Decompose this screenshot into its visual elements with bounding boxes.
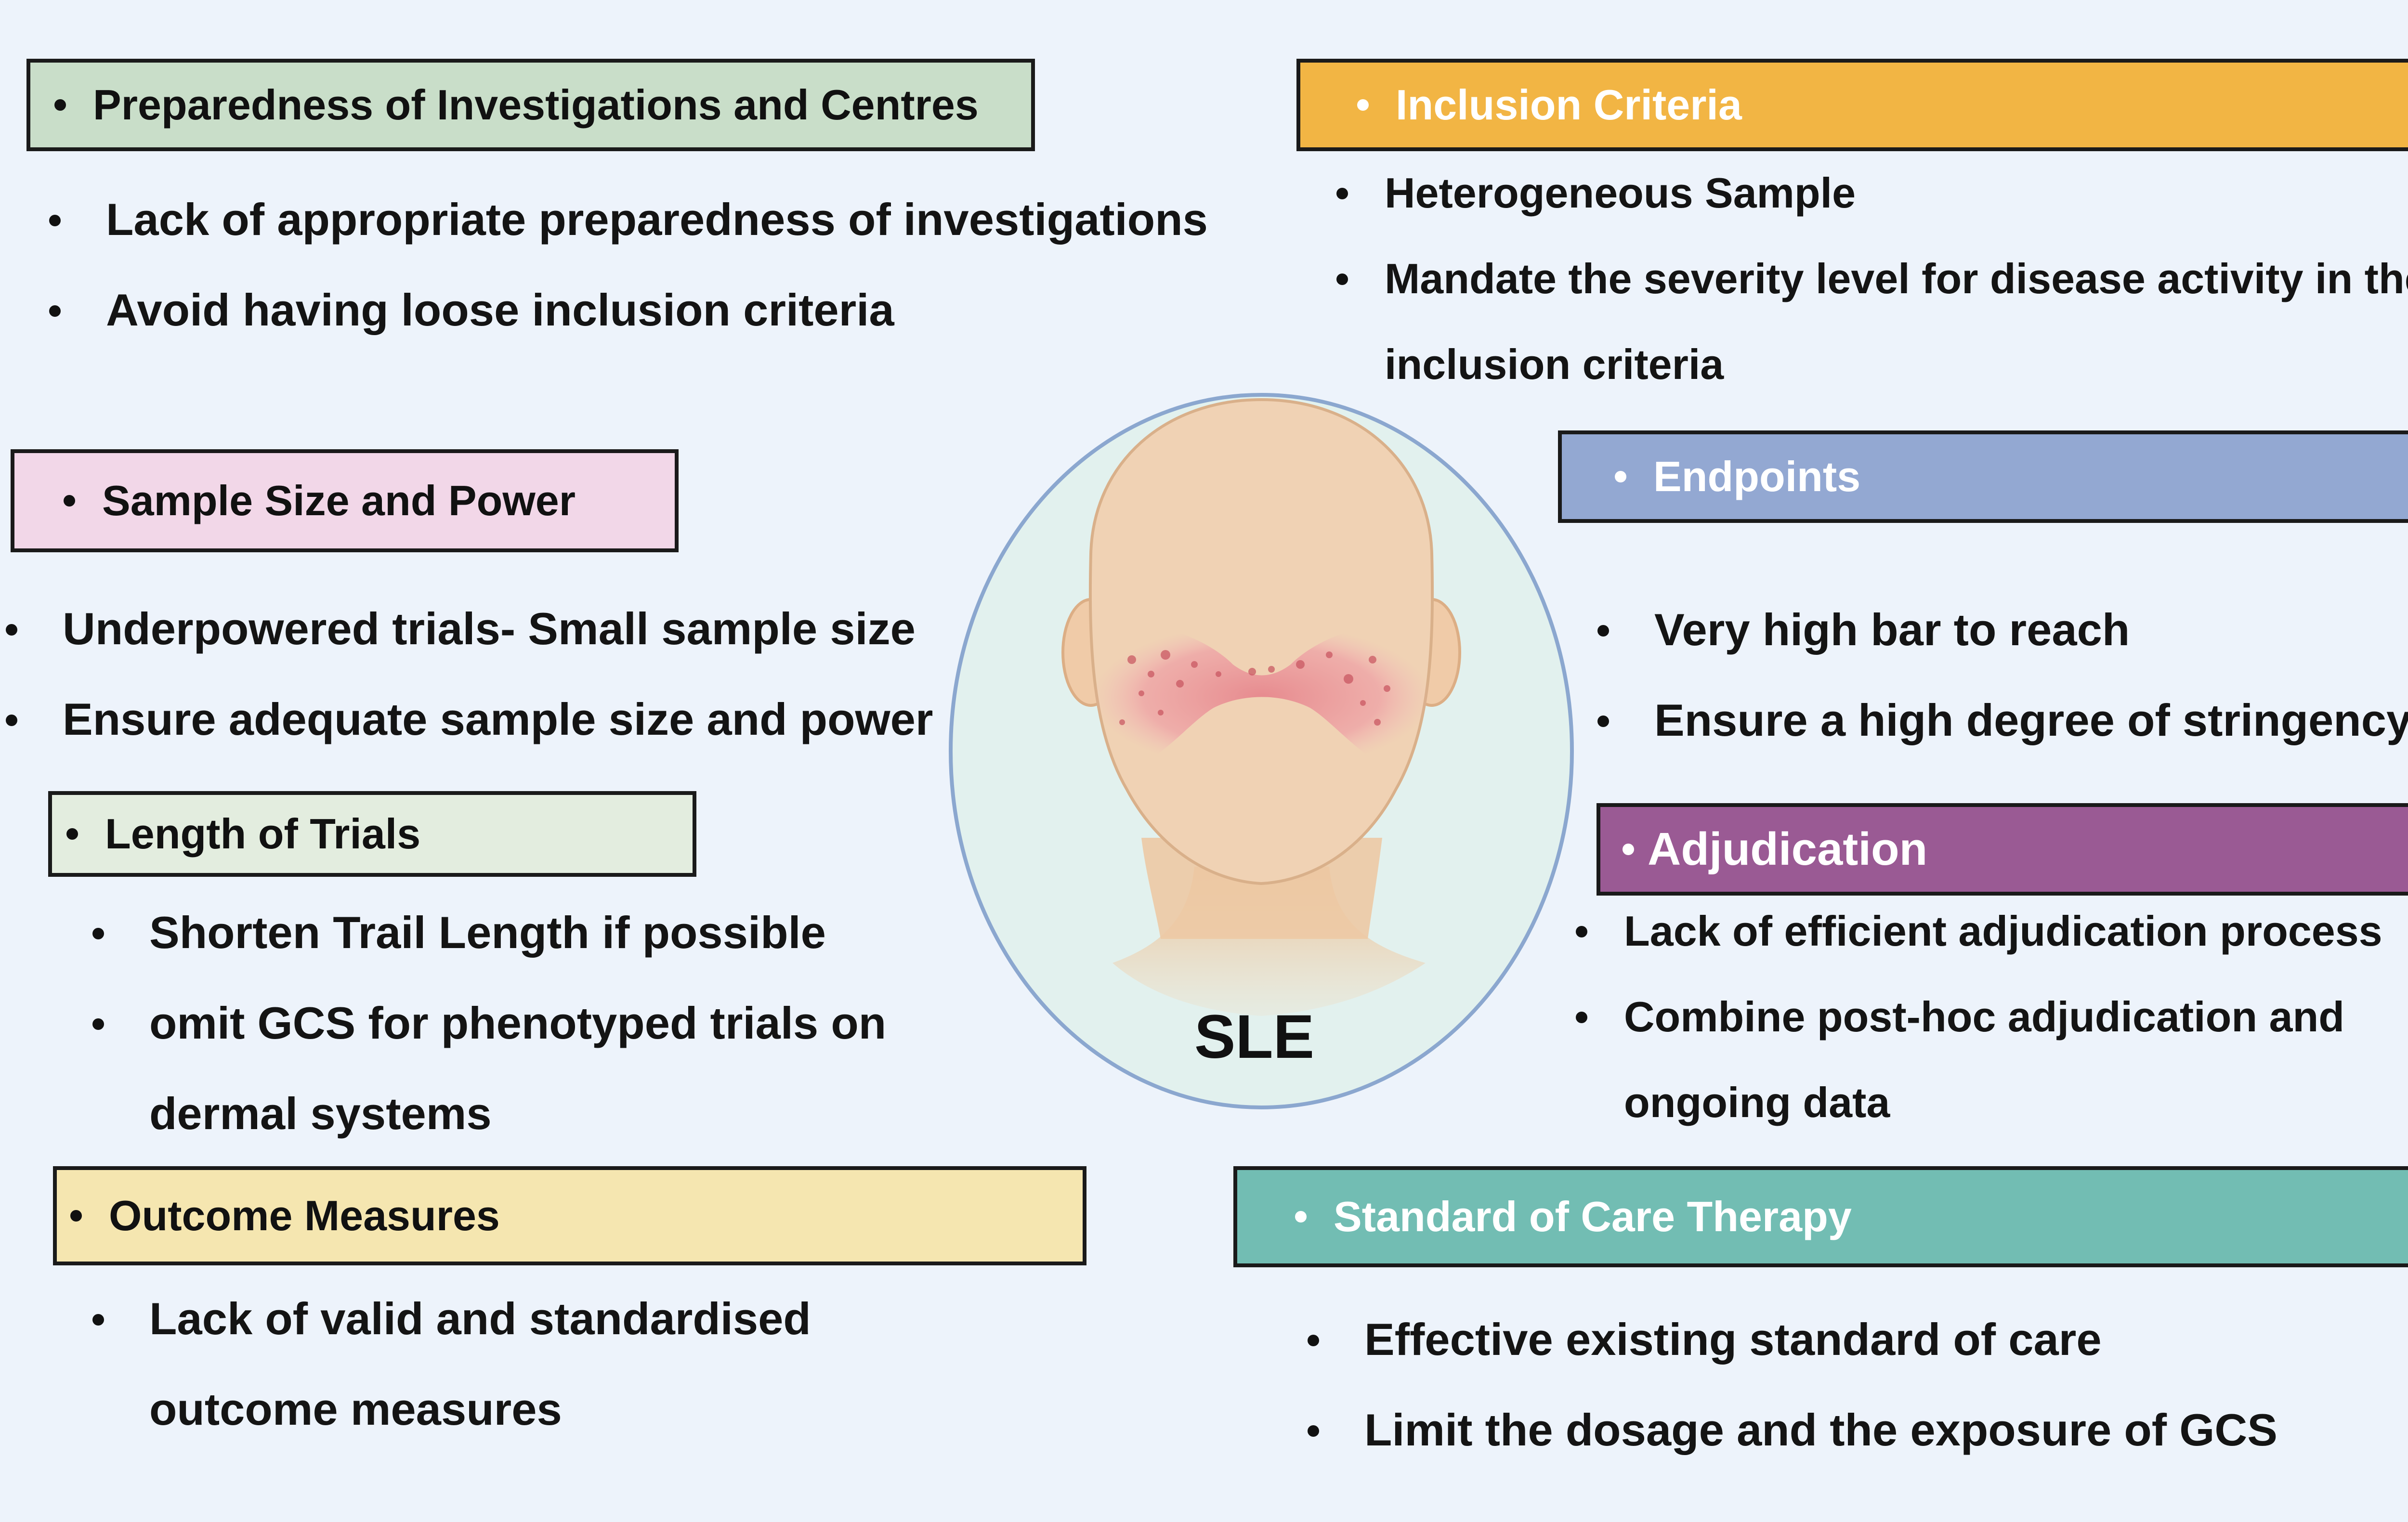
inclusion-title: Inclusion Criteria <box>1396 81 1742 129</box>
inclusion-header: Inclusion Criteria <box>1296 59 2408 151</box>
adjudication-bullets: Lack of efficient adjudication process C… <box>1576 888 2382 1145</box>
endpoints-bullets: Very high bar to reach Ensure a high deg… <box>1577 585 2408 766</box>
list-item: Limit the dosage and the exposure of GCS <box>1287 1385 2277 1475</box>
outcome-bullets: Lack of valid and standardised outcome m… <box>72 1274 811 1455</box>
bullet-dot <box>64 495 75 507</box>
list-item: Very high bar to reach <box>1577 585 2408 675</box>
bullet-dot <box>54 99 66 111</box>
bullet-dot <box>1615 471 1626 482</box>
outcome-title: Outcome Measures <box>109 1192 500 1239</box>
list-item: Lack of efficient adjudication process <box>1576 888 2382 974</box>
adjudication-title: Adjudication <box>1648 823 1928 875</box>
preparedness-bullets: Lack of appropriate preparedness of inve… <box>29 174 1208 355</box>
sample-size-header: Sample Size and Power <box>11 449 679 552</box>
standard-care-title: Standard of Care Therapy <box>1334 1193 1852 1240</box>
bullet-dot <box>1623 844 1634 855</box>
list-item: Combine post-hoc adjudication and <box>1576 974 2382 1060</box>
list-item no-bullet: dermal systems <box>149 1088 492 1139</box>
endpoints-header: Endpoints <box>1558 430 2408 523</box>
endpoints-title: Endpoints <box>1653 453 1861 500</box>
list-item: omit GCS for phenotyped trials on <box>72 978 886 1068</box>
length-title: Length of Trials <box>105 810 421 858</box>
list-item no-bullet: inclusion criteria <box>1385 340 1724 388</box>
list-item: Ensure adequate sample size and power <box>0 674 933 765</box>
sle-label: SLE <box>1194 1002 1314 1071</box>
malar-rash <box>1092 623 1431 770</box>
standard-care-header: Standard of Care Therapy <box>1233 1166 2408 1267</box>
sample-size-bullets: Underpowered trials- Small sample size E… <box>0 584 933 765</box>
bullet-dot <box>1295 1211 1307 1223</box>
list-item: Lack of appropriate preparedness of inve… <box>29 174 1208 265</box>
sample-size-title: Sample Size and Power <box>102 477 576 524</box>
length-bullets: Shorten Trail Length if possible omit GC… <box>72 887 886 1159</box>
outcome-header: Outcome Measures <box>53 1166 1086 1265</box>
length-header: Length of Trials <box>48 791 696 877</box>
list-item: Heterogeneous Sample <box>1336 150 2408 236</box>
preparedness-header: Preparedness of Investigations and Centr… <box>26 59 1035 151</box>
rash-spots <box>1119 650 1390 726</box>
list-item no-bullet: ongoing data <box>1624 1079 1890 1126</box>
list-item: Underpowered trials- Small sample size <box>0 584 933 674</box>
list-item: Effective existing standard of care <box>1287 1294 2277 1385</box>
bullet-dot <box>70 1210 82 1222</box>
list-item: Ensure a high degree of stringency <box>1577 675 2408 766</box>
list-item: Lack of valid and standardised <box>72 1274 811 1364</box>
list-item: Shorten Trail Length if possible <box>72 887 886 978</box>
list-item: Mandate the severity level for disease a… <box>1336 236 2408 322</box>
bullet-dot <box>66 828 78 840</box>
list-item: Avoid having loose inclusion criteria <box>29 265 1208 355</box>
head <box>1088 398 1434 885</box>
preparedness-title: Preparedness of Investigations and Centr… <box>93 81 979 129</box>
inclusion-bullets: Heterogeneous Sample Mandate the severit… <box>1336 150 2408 407</box>
standard-care-bullets: Effective existing standard of care Limi… <box>1287 1294 2277 1475</box>
list-item no-bullet: outcome measures <box>149 1384 562 1434</box>
bullet-dot <box>1357 99 1369 111</box>
adjudication-header: Adjudication <box>1597 803 2408 896</box>
